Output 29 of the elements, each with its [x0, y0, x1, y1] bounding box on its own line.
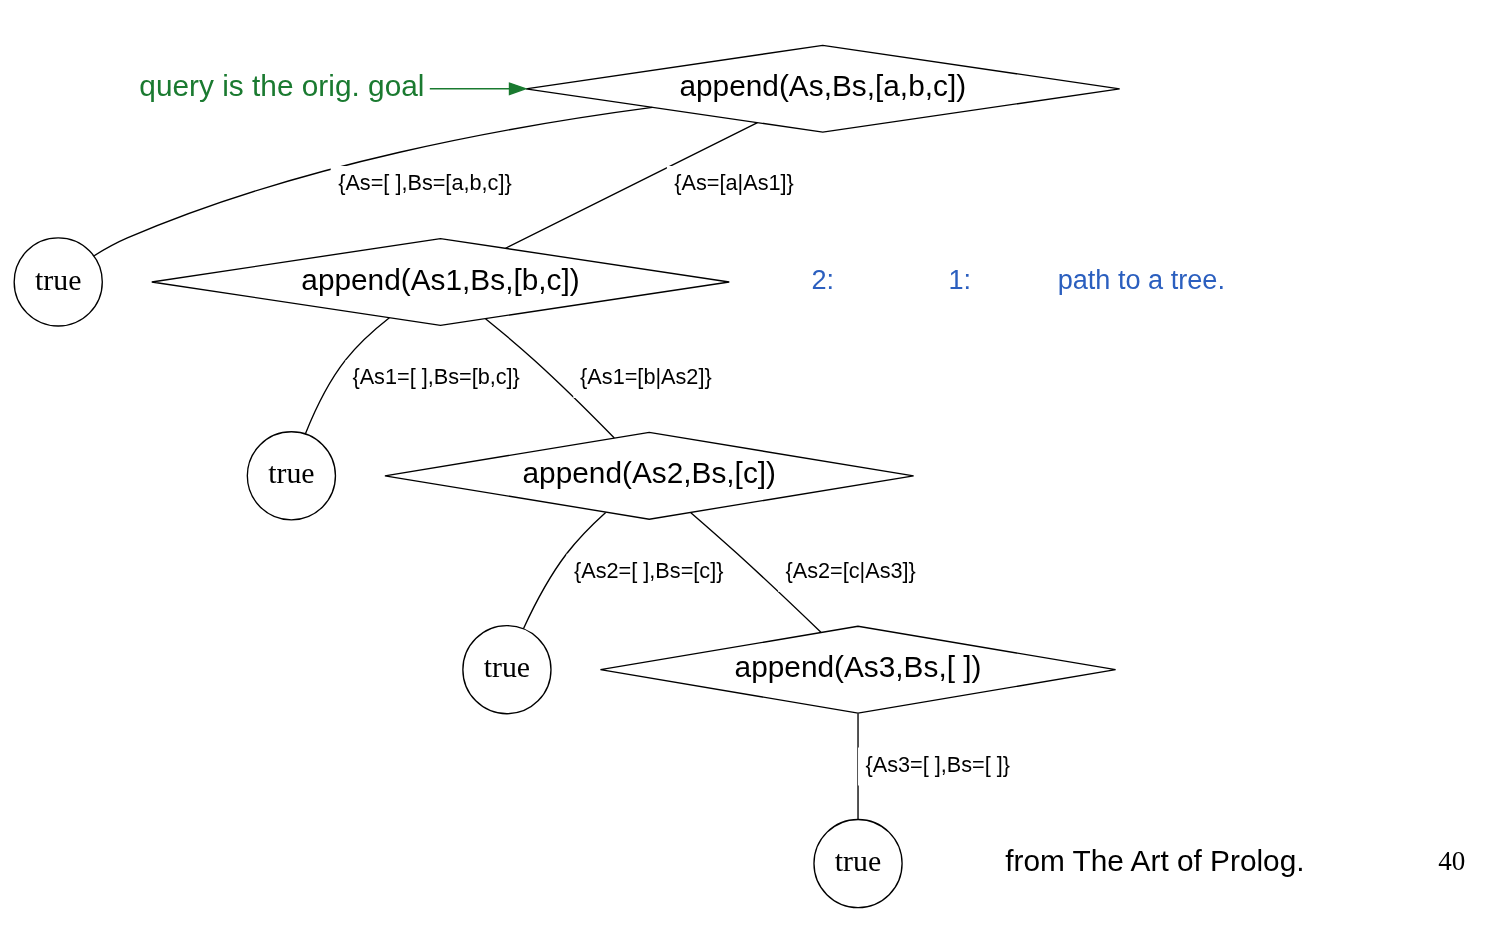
edge-label: {As1=[b|As2]} [580, 363, 712, 389]
edge-label: {As1=[ ],Bs=[b,c]} [352, 363, 520, 389]
label: 40 [1438, 845, 1466, 876]
edge-label: {As2=[c|As3]} [785, 557, 916, 583]
label: 1: [948, 263, 971, 295]
connector [690, 511, 822, 633]
label: path to a tree. [1057, 263, 1225, 295]
connector [504, 121, 759, 249]
label: from The Art of Prolog. [1005, 843, 1305, 877]
node-circle: true [813, 818, 903, 908]
edge-label: {As=[ ],Bs=[a,b,c]} [338, 169, 512, 195]
node-circle: true [462, 624, 552, 714]
connector [484, 317, 615, 439]
node-diamond: append(As3,Bs,[ ]) [599, 625, 1117, 714]
node-diamond: append(As2,Bs,[c]) [384, 431, 915, 520]
edge-label: {As=[a|As1]} [674, 169, 794, 195]
arrow [429, 81, 528, 95]
node-text: query is the orig. goal [139, 68, 425, 102]
label: 2: [811, 263, 835, 295]
edge-label: {As3=[ ],Bs=[ ]} [865, 751, 1011, 777]
node-circle: true [13, 236, 103, 327]
node-diamond: append(As1,Bs,[b,c]) [151, 237, 730, 326]
edge-label: {As2=[ ],Bs=[c]} [574, 557, 724, 583]
node-diamond: append(As,Bs,[a,b,c]) [525, 44, 1121, 133]
connector [93, 106, 654, 256]
connector [857, 712, 859, 820]
connector [522, 511, 607, 629]
connector [304, 316, 391, 434]
node-circle: true [246, 430, 337, 521]
